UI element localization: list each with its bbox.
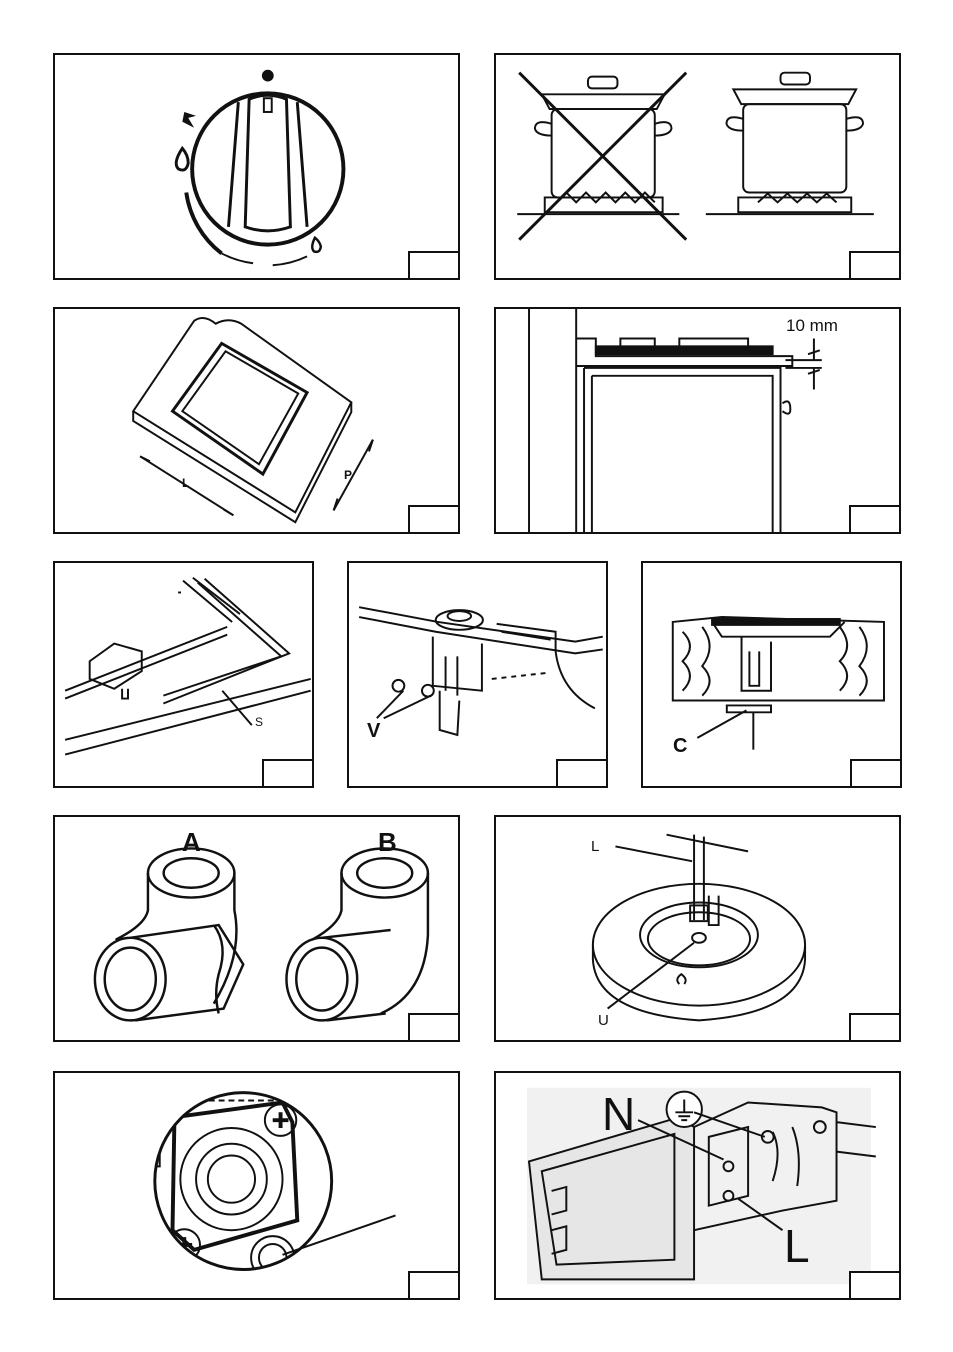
burner-illustration — [496, 817, 899, 1040]
figure-number-box — [408, 1271, 458, 1298]
clamp-panel: C — [641, 561, 902, 788]
clearance-panel: 10 mm — [494, 307, 901, 534]
clearance-illustration — [496, 309, 899, 532]
figure-number-box — [556, 759, 606, 786]
figure-number-box — [408, 505, 458, 532]
seal-illustration — [55, 563, 312, 786]
cutout-panel: L P — [53, 307, 460, 534]
burner-tool-label: L — [591, 839, 599, 854]
elbow-illustration — [55, 817, 458, 1040]
burner-panel: L U — [494, 815, 901, 1042]
cutout-length-label: L — [182, 477, 189, 489]
burner-screw-label: U — [598, 1013, 609, 1028]
knob-panel — [53, 53, 460, 280]
figure-number-box — [849, 1013, 899, 1040]
neutral-label: N — [602, 1091, 635, 1137]
bracket-panel: V — [347, 561, 608, 788]
injector-panel — [53, 1071, 460, 1300]
elbow-panel: A B — [53, 815, 460, 1042]
live-label: L — [784, 1223, 810, 1269]
injector-illustration — [55, 1073, 458, 1298]
seal-panel: S — [53, 561, 314, 788]
clamp-screw-label: C — [673, 736, 687, 756]
knob-illustration — [55, 55, 458, 278]
terminal-illustration — [496, 1073, 899, 1298]
bracket-screw-label: V — [367, 721, 380, 741]
bracket-illustration — [349, 563, 606, 786]
clearance-dimension: 10 mm — [786, 317, 838, 334]
cutout-depth-label: P — [344, 469, 352, 481]
figure-number-box — [408, 251, 458, 278]
figure-number-box — [408, 1013, 458, 1040]
terminal-panel: N L — [494, 1071, 901, 1300]
pot-panel — [494, 53, 901, 280]
figure-number-box — [849, 251, 899, 278]
figure-number-box — [262, 759, 312, 786]
elbow-label-a: A — [182, 829, 201, 855]
pot-illustration — [496, 55, 899, 278]
cutout-illustration — [55, 309, 458, 532]
figure-number-box — [849, 1271, 899, 1298]
elbow-label-b: B — [378, 829, 397, 855]
figure-number-box — [850, 759, 900, 786]
figure-number-box — [849, 505, 899, 532]
seal-label: S — [255, 716, 263, 728]
